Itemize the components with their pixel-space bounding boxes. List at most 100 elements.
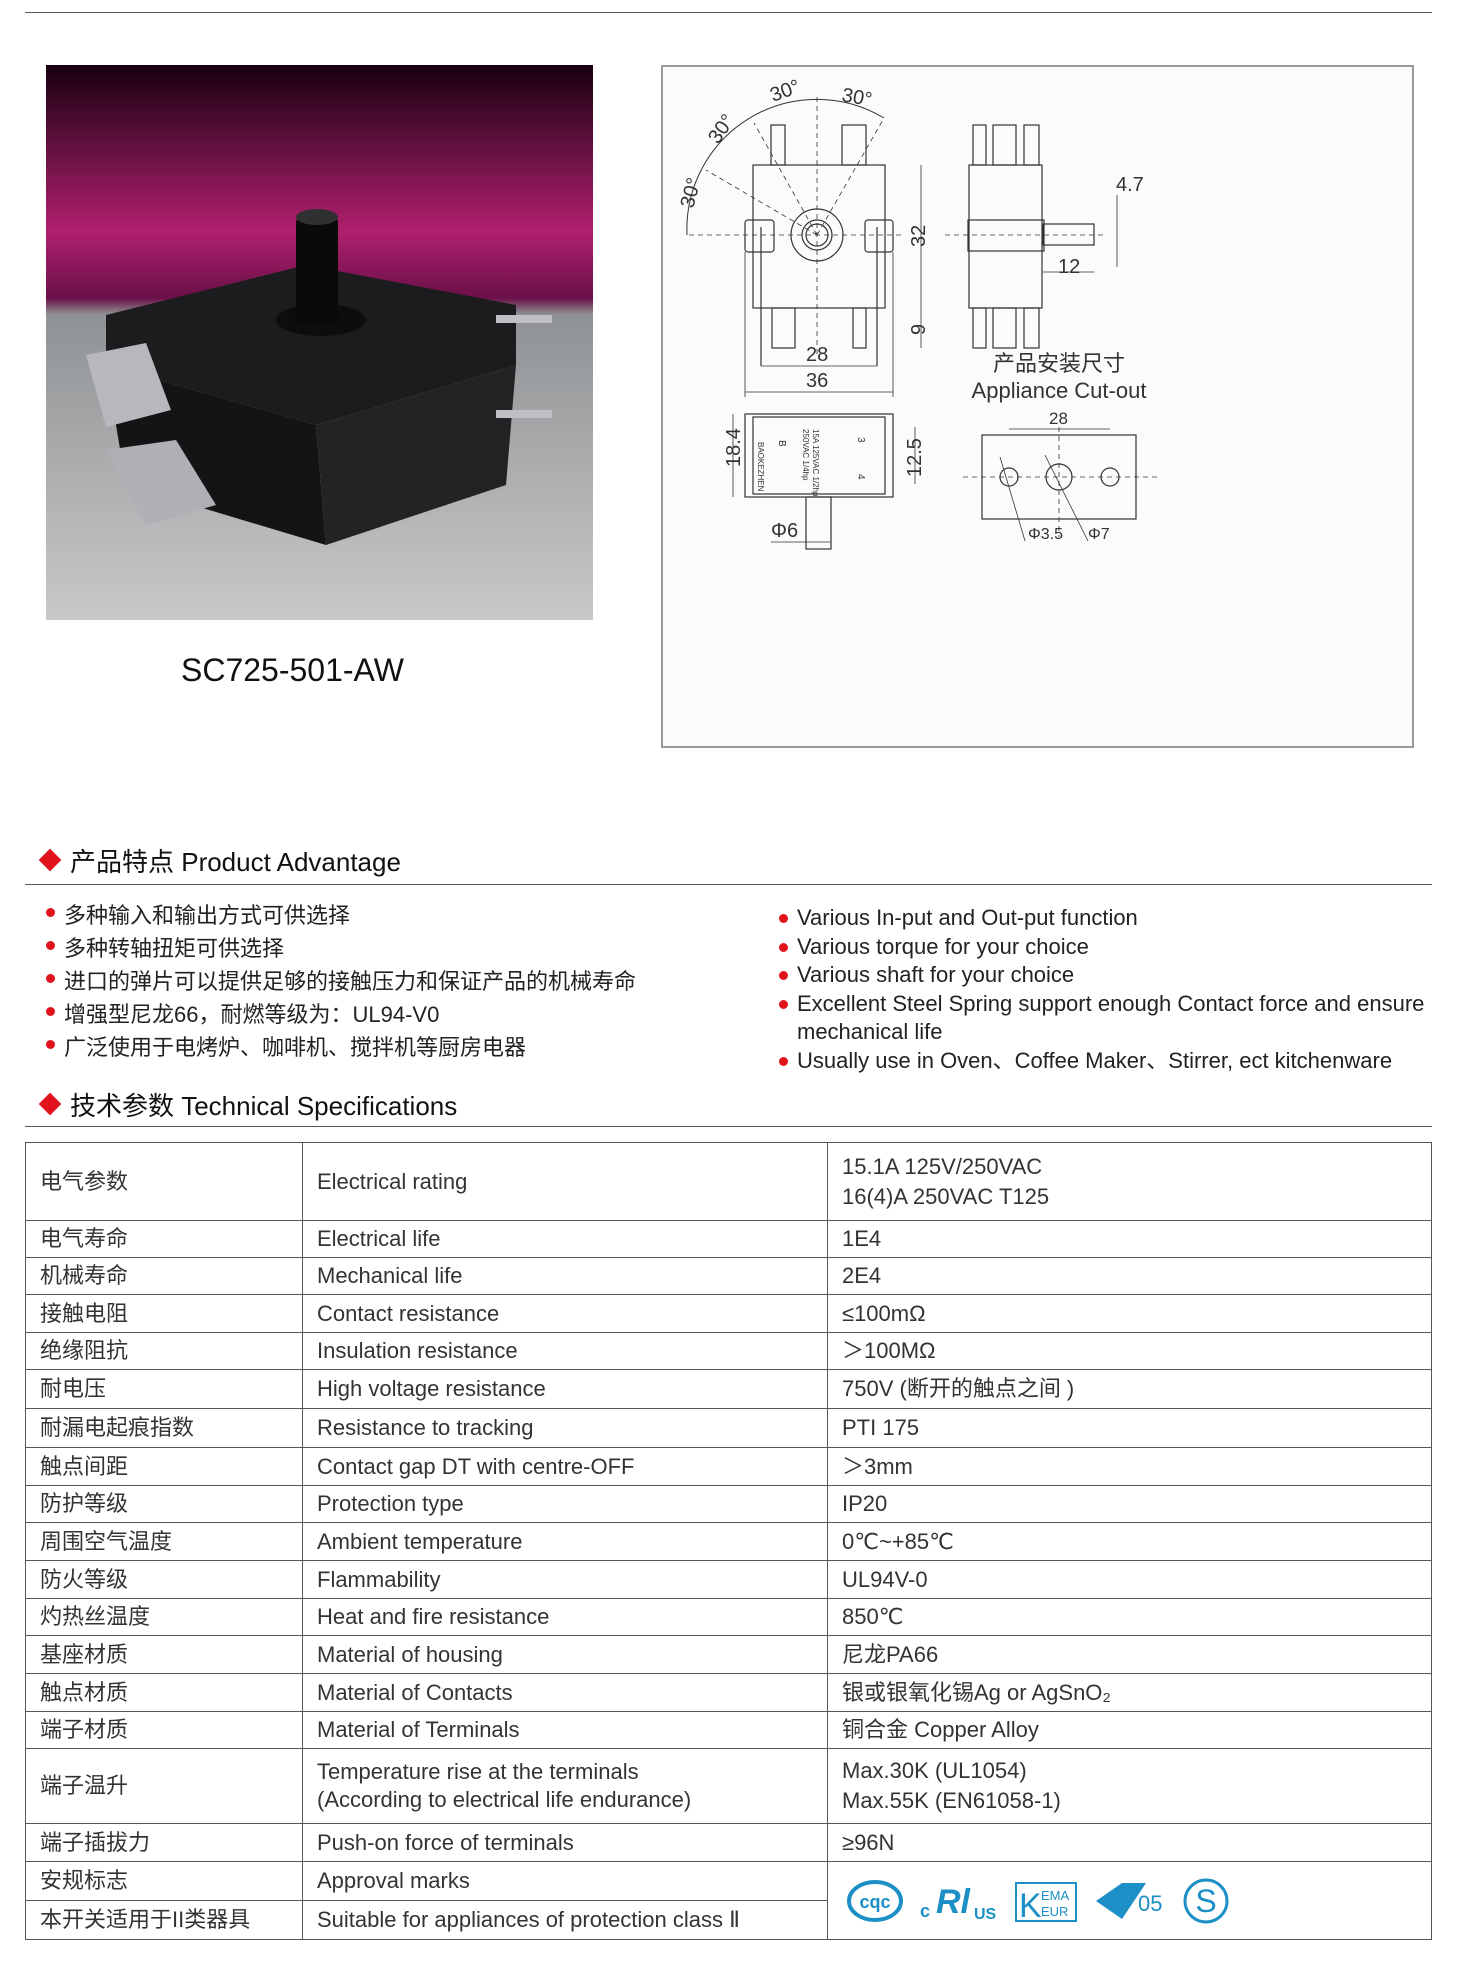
advantage-list-en: Various In-put and Out-put function Vari… bbox=[777, 904, 1437, 1075]
dim-label: 9 bbox=[908, 324, 930, 335]
dim-label: 4.7 bbox=[1116, 174, 1144, 196]
list-item: Various In-put and Out-put function bbox=[777, 904, 1437, 933]
table-row: 触点材质 Material of Contacts 银或银氧化锡Ag or AgSn… bbox=[25, 1673, 1432, 1712]
spec-name-en: Temperature rise at the terminals bbox=[317, 1759, 639, 1784]
rating-mark: 15A 125VAC 1/2hp bbox=[811, 429, 820, 497]
spec-name-cn: 电气寿命 bbox=[40, 1226, 129, 1251]
list-item: Usually use in Oven、Coffee Maker、Stirrer… bbox=[777, 1047, 1437, 1076]
spec-name-en: Heat and fire resistance bbox=[317, 1604, 550, 1629]
list-item: 增强型尼龙66，耐燃等级为：UL94-V0 bbox=[44, 997, 636, 1030]
svg-text:K: K bbox=[1019, 1887, 1042, 1923]
list-item: Excellent Steel Spring support enough Co… bbox=[777, 990, 1437, 1047]
cutout-view bbox=[963, 427, 1158, 542]
spec-name-cn: 端子温升 bbox=[40, 1773, 129, 1798]
svg-text:EMA: EMA bbox=[1041, 1888, 1070, 1903]
spec-name-en: Approval marks bbox=[317, 1868, 470, 1893]
spec-value: Max.55K (EN61058-1) bbox=[842, 1788, 1061, 1813]
spec-name-en: Contact gap DT with centre-OFF bbox=[317, 1453, 635, 1479]
bottom-view bbox=[732, 413, 916, 550]
spec-name-cn: 耐电压 bbox=[40, 1376, 107, 1401]
cqc-logo: cqc bbox=[847, 1879, 903, 1922]
spec-name-cn: 触点材质 bbox=[40, 1679, 129, 1705]
dim-label: 36 bbox=[806, 370, 828, 392]
top-rule bbox=[25, 12, 1432, 13]
table-row: 灼热丝温度 Heat and fire resistance 850℃ bbox=[25, 1598, 1432, 1636]
spec-value: ＞100MΩ bbox=[842, 1338, 936, 1363]
spec-name-cn: 防火等级 bbox=[40, 1566, 129, 1592]
svg-text:05: 05 bbox=[1138, 1891, 1162, 1916]
side-view bbox=[945, 124, 1118, 349]
spec-value: 银或银氧化锡Ag or AgSnO₂ bbox=[842, 1679, 1111, 1705]
dimension-drawing: 30° 30° 30° 30° 32 9 28 36 4.7 12 18.4 1… bbox=[661, 65, 1414, 748]
table-row: 基座材质 Material of housing 尼龙PA66 bbox=[25, 1635, 1432, 1674]
spec-name-cn: 基座材质 bbox=[40, 1641, 129, 1667]
svg-text:Rl: Rl bbox=[936, 1883, 972, 1921]
terminal-mark: 3 bbox=[855, 437, 866, 443]
dim-label: 32 bbox=[908, 225, 930, 247]
spec-name-en: Push-on force of terminals bbox=[317, 1829, 574, 1855]
dim-label: 12 bbox=[1058, 256, 1080, 278]
list-item: 多种转轴扭矩可供选择 bbox=[44, 931, 636, 964]
spec-name-cn: 接触电阻 bbox=[40, 1300, 129, 1326]
spec-name-cn: 端子材质 bbox=[40, 1717, 129, 1742]
spec-name-en: Electrical life bbox=[317, 1226, 441, 1251]
spec-name-en: High voltage resistance bbox=[317, 1376, 546, 1401]
dim-label: 18.4 bbox=[723, 428, 745, 467]
angle-label: 30° bbox=[840, 84, 874, 111]
spec-value: PTI 175 bbox=[842, 1415, 920, 1440]
svg-text:EUR: EUR bbox=[1041, 1904, 1068, 1919]
list-item: Various torque for your choice bbox=[777, 933, 1437, 962]
dim-label: Φ6 bbox=[771, 520, 798, 542]
svg-text:cqc: cqc bbox=[859, 1892, 890, 1912]
list-item: 广泛使用于电烤炉、咖啡机、搅拌机等厨房电器 bbox=[44, 1030, 636, 1063]
dim-label: Φ7 bbox=[1088, 526, 1110, 543]
spec-value: UL94V-0 bbox=[842, 1566, 928, 1592]
spec-name-cn: 防护等级 bbox=[40, 1491, 129, 1516]
spec-value: 2E4 bbox=[842, 1263, 882, 1288]
rating-mark: 250VAC 1/4hp bbox=[801, 429, 810, 481]
table-row: 端子插拔力 Push-on force of terminals ≥96N bbox=[25, 1823, 1432, 1862]
spec-name-en: Material of Terminals bbox=[317, 1717, 520, 1742]
spec-name-en: Ambient temperature bbox=[317, 1528, 523, 1554]
dim-label: 28 bbox=[806, 344, 828, 366]
spec-value: 850℃ bbox=[842, 1604, 904, 1629]
svg-text:c: c bbox=[920, 1901, 930, 1921]
specs-rule bbox=[25, 1126, 1432, 1127]
spec-value: 铜合金 Copper Alloy bbox=[842, 1717, 1039, 1742]
spec-name-cn: 灼热丝温度 bbox=[40, 1604, 151, 1629]
table-row: 端子材质 Material of Terminals 铜合金 Copper Allo… bbox=[25, 1711, 1432, 1749]
list-item: 多种输入和输出方式可供选择 bbox=[44, 898, 636, 931]
list-item: 进口的弹片可以提供足够的接触压力和保证产品的机械寿命 bbox=[44, 964, 636, 997]
spec-name-cn: 本开关适用于II类器具 bbox=[40, 1907, 251, 1932]
diamond-icon bbox=[38, 1092, 62, 1116]
svg-text:S: S bbox=[1195, 1883, 1216, 1919]
product-photo bbox=[46, 65, 593, 620]
spec-name-en: Mechanical life bbox=[317, 1263, 463, 1288]
spec-value: 尼龙PA66 bbox=[842, 1641, 939, 1667]
spec-value: ≤100mΩ bbox=[842, 1300, 926, 1326]
spec-name-cn: 端子插拔力 bbox=[40, 1829, 151, 1855]
spec-name-cn: 电气参数 bbox=[40, 1168, 129, 1194]
angle-label: 30° bbox=[767, 76, 803, 107]
model-caption: SC725-501-AW bbox=[181, 652, 404, 688]
spec-name-en: Material of housing bbox=[317, 1641, 503, 1667]
spec-name-cn: 耐漏电起痕指数 bbox=[40, 1415, 195, 1440]
spec-value: 16(4)A 250VAC T125 bbox=[842, 1183, 1050, 1209]
spec-value: ≥96N bbox=[842, 1829, 895, 1855]
spec-value: 0℃~+85℃ bbox=[842, 1528, 954, 1554]
spec-value: ＞3mm bbox=[842, 1453, 913, 1479]
advantage-list-cn: 多种输入和输出方式可供选择 多种转轴扭矩可供选择 进口的弹片可以提供足够的接触压… bbox=[44, 898, 636, 1063]
spec-name-en: Suitable for appliances of protection cl… bbox=[317, 1907, 740, 1932]
spec-name-en: Material of Contacts bbox=[317, 1679, 513, 1705]
advantage-heading: 产品特点 Product Advantage bbox=[38, 842, 401, 879]
spec-name-en: Resistance to tracking bbox=[317, 1415, 534, 1440]
